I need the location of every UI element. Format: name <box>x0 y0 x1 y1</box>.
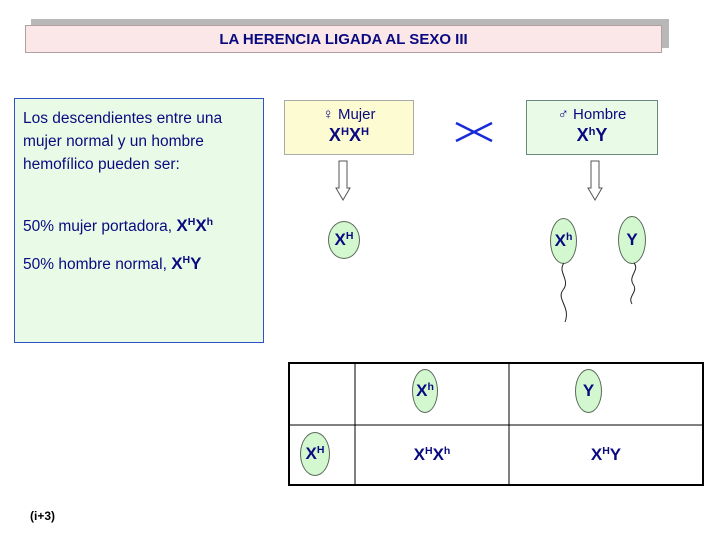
punnett-row-xH: XH <box>300 432 330 476</box>
cross-symbol-icon <box>455 121 493 143</box>
father-label: ♂ Hombre <box>557 106 627 123</box>
father-arrow-icon <box>587 160 603 201</box>
mother-label: ♀ Mujer <box>322 106 376 123</box>
father-box: ♂ Hombre XhY <box>526 100 658 155</box>
intro-text: Los descendientes entre una mujer normal… <box>23 110 223 173</box>
mother-arrow-icon <box>335 160 351 201</box>
page-title: LA HERENCIA LIGADA AL SEXO III <box>25 25 662 53</box>
info-box: Los descendientes entre una mujer normal… <box>14 98 264 343</box>
father-genotype: XhY <box>576 125 608 145</box>
result2-text: 50% hombre normal, <box>23 256 167 273</box>
result2-genotype: XHY <box>171 254 202 273</box>
egg-gamete: XH <box>328 221 360 259</box>
mother-genotype: XHXH <box>328 125 370 145</box>
sperm-tail-icon <box>630 262 637 305</box>
punnett-cell-female: XHXh <box>413 445 451 464</box>
punnett-col-y: Y <box>575 369 602 413</box>
result-male-normal: 50% hombre normal, XHY <box>23 252 201 276</box>
sperm-tail-icon <box>560 262 567 323</box>
punnett-cell-male: XHY <box>590 445 622 464</box>
sperm-gamete-y: Y <box>618 216 646 264</box>
sperm-gamete-xh: Xh <box>550 218 577 264</box>
result-female-carrier: 50% mujer portadora, XHXh <box>23 214 213 238</box>
footnote: (i+3) <box>30 509 56 523</box>
punnett-col-xh: Xh <box>412 369 438 413</box>
result1-text: 50% mujer portadora, <box>23 218 173 235</box>
result1-genotype: XHXh <box>176 216 214 235</box>
mother-box: ♀ Mujer XHXH <box>284 100 414 155</box>
punnett-grid-lines <box>288 362 704 486</box>
